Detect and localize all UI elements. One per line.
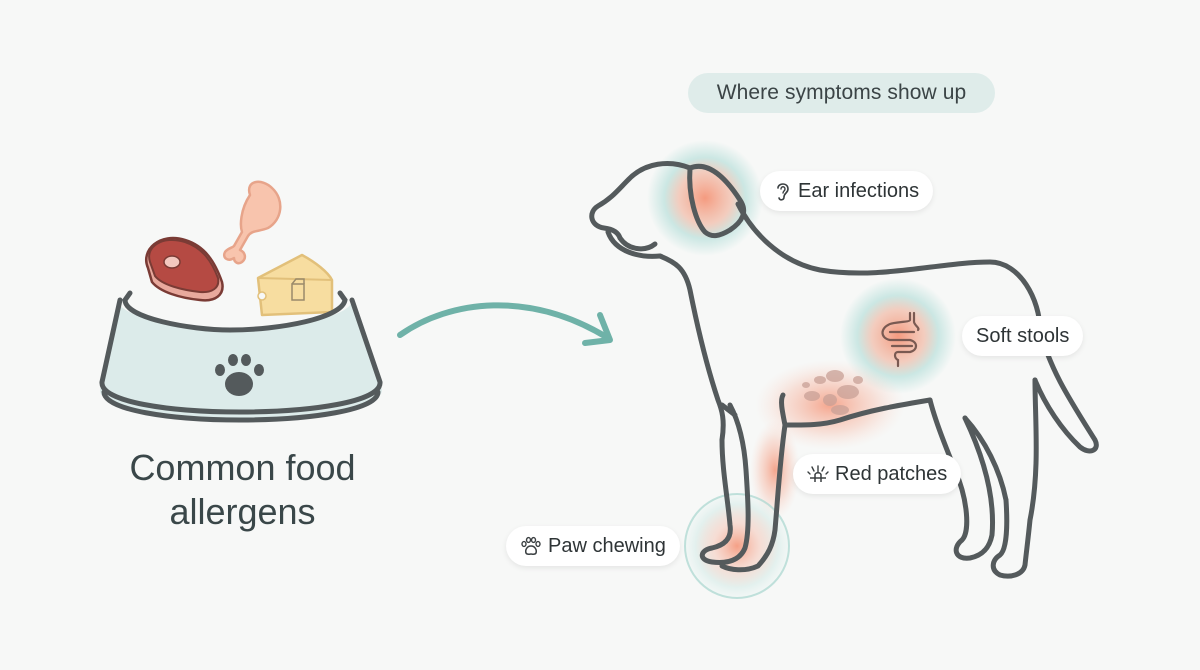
skin-patches xyxy=(802,370,863,415)
symptoms-title: Where symptoms show up xyxy=(688,73,995,113)
leg-glow xyxy=(750,420,800,520)
symptom-label-skin: Red patches xyxy=(793,454,962,494)
drumstick-icon xyxy=(223,180,282,265)
paw-icon xyxy=(521,536,541,555)
arrow-icon xyxy=(397,302,613,346)
food-bowl xyxy=(99,290,383,423)
paw-glow xyxy=(684,493,790,599)
symptom-label-text: Soft stools xyxy=(976,324,1070,347)
cheese-milk-icon xyxy=(256,253,334,317)
allergens-title-line-1: Common food xyxy=(129,447,356,488)
symptom-label-paw: Paw chewing xyxy=(506,526,680,566)
symptom-label-text: Paw chewing xyxy=(548,534,666,557)
bowl-paw-icon xyxy=(215,354,264,396)
allergens-title: Common food allergens xyxy=(100,446,385,534)
symptom-label-text: Red patches xyxy=(835,462,948,485)
steak-icon xyxy=(145,236,224,302)
symptom-label-text: Ear infections xyxy=(798,179,920,202)
ear-icon xyxy=(777,183,789,201)
ear-glow xyxy=(647,140,763,256)
dog-outline xyxy=(589,161,1099,579)
symptom-label-ear: Ear infections xyxy=(760,171,934,211)
intestine-icon xyxy=(881,311,920,368)
gut-glow xyxy=(840,278,956,394)
skin-irritation-icon xyxy=(807,465,829,482)
symptom-label-gut: Soft stools xyxy=(962,316,1084,356)
allergens-title-line-2: allergens xyxy=(169,491,316,532)
